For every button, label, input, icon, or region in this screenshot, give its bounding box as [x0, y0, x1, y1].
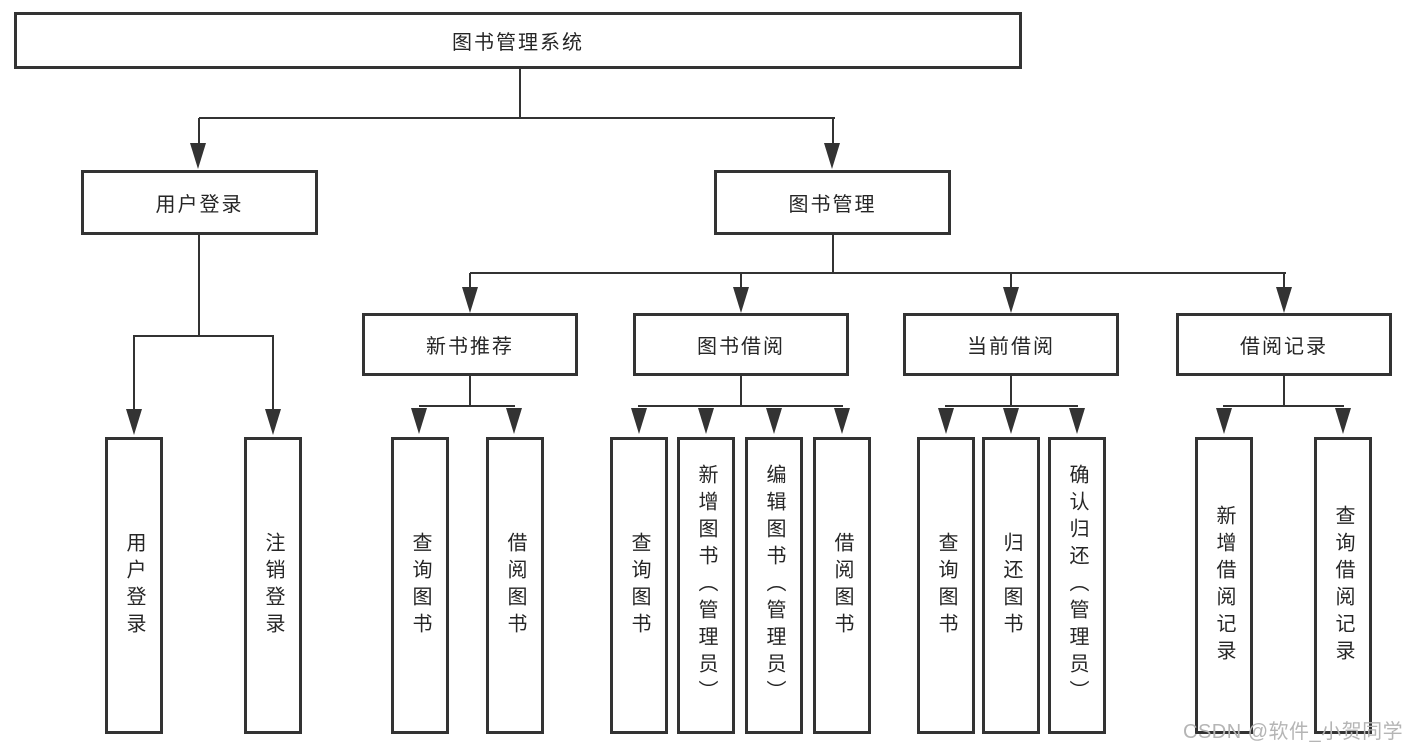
- arrow-down-icon: [631, 408, 647, 434]
- arrow-down-icon: [126, 409, 142, 435]
- leaf-records-query-record-label: 查询借阅记录: [1332, 504, 1354, 667]
- watermark: CSDN @软件_小贺同学: [1183, 721, 1404, 743]
- connector-line: [198, 235, 200, 336]
- node-borrowing-records-label: 借阅记录: [1240, 336, 1328, 358]
- connector-line: [469, 273, 471, 287]
- connector-line: [272, 336, 274, 410]
- connector-line: [832, 118, 834, 146]
- connector-line: [1223, 405, 1344, 407]
- connector-line: [945, 405, 1078, 407]
- arrow-down-icon: [190, 143, 206, 169]
- node-root-label: 图书管理系统: [452, 32, 584, 54]
- leaf-borrowing-add-books-label: 新增图书（管理员）: [695, 464, 717, 707]
- arrow-down-icon: [733, 287, 749, 313]
- node-new-book-recommend: 新书推荐: [362, 313, 578, 376]
- leaf-current-confirm-return: 确认归还（管理员）: [1048, 437, 1106, 734]
- leaf-borrowing-query-books-label: 查询图书: [628, 531, 650, 640]
- leaf-current-confirm-return-label: 确认归还（管理员）: [1066, 464, 1088, 707]
- leaf-borrowing-borrow-books: 借阅图书: [813, 437, 871, 734]
- connector-line: [1010, 375, 1012, 406]
- arrow-down-icon: [1216, 408, 1232, 434]
- node-book-borrowing-label: 图书借阅: [697, 336, 785, 358]
- arrow-down-icon: [462, 287, 478, 313]
- connector-line: [740, 273, 742, 287]
- leaf-user-login: 用户登录: [105, 437, 163, 734]
- arrow-down-icon: [1069, 408, 1085, 434]
- leaf-recommend-borrow-books: 借阅图书: [486, 437, 544, 734]
- node-borrowing-records: 借阅记录: [1176, 313, 1392, 376]
- leaf-current-return-books: 归还图书: [982, 437, 1040, 734]
- leaf-current-query-books-label: 查询图书: [935, 531, 957, 640]
- leaf-current-query-books: 查询图书: [917, 437, 975, 734]
- leaf-borrowing-borrow-books-label: 借阅图书: [831, 531, 853, 640]
- arrow-down-icon: [698, 408, 714, 434]
- node-root: 图书管理系统: [14, 12, 1022, 69]
- connector-line: [1010, 273, 1012, 287]
- arrow-down-icon: [506, 408, 522, 434]
- arrow-down-icon: [1335, 408, 1351, 434]
- leaf-borrowing-add-books: 新增图书（管理员）: [677, 437, 735, 734]
- arrow-down-icon: [265, 409, 281, 435]
- leaf-recommend-query-books: 查询图书: [391, 437, 449, 734]
- leaf-current-return-books-label: 归还图书: [1000, 531, 1022, 640]
- connector-line: [638, 405, 843, 407]
- leaf-borrowing-query-books: 查询图书: [610, 437, 668, 734]
- leaf-records-query-record: 查询借阅记录: [1314, 437, 1372, 734]
- connector-line: [469, 375, 471, 406]
- node-new-book-recommend-label: 新书推荐: [426, 336, 514, 358]
- leaf-logout: 注销登录: [244, 437, 302, 734]
- node-current-borrowing: 当前借阅: [903, 313, 1119, 376]
- arrow-down-icon: [1003, 287, 1019, 313]
- leaf-recommend-borrow-books-label: 借阅图书: [504, 531, 526, 640]
- arrow-down-icon: [824, 143, 840, 169]
- node-current-borrowing-label: 当前借阅: [967, 336, 1055, 358]
- connector-line: [1283, 273, 1285, 287]
- connector-line: [419, 405, 515, 407]
- arrow-down-icon: [766, 408, 782, 434]
- leaf-records-add-record-label: 新增借阅记录: [1213, 504, 1235, 667]
- node-book-management-label: 图书管理: [788, 194, 877, 216]
- connector-line: [832, 235, 834, 273]
- arrow-down-icon: [938, 408, 954, 434]
- leaf-records-add-record: 新增借阅记录: [1195, 437, 1253, 734]
- leaf-user-login-label: 用户登录: [123, 531, 145, 640]
- connector-line: [470, 272, 1286, 274]
- arrow-down-icon: [411, 408, 427, 434]
- node-book-management: 图书管理: [714, 170, 951, 235]
- leaf-logout-label: 注销登录: [262, 531, 284, 640]
- connector-line: [1283, 375, 1285, 406]
- arrow-down-icon: [834, 408, 850, 434]
- connector-line: [133, 336, 135, 410]
- node-user-login: 用户登录: [81, 170, 318, 235]
- connector-line: [198, 118, 200, 146]
- connector-line: [519, 68, 521, 118]
- leaf-borrowing-edit-books-label: 编辑图书（管理员）: [763, 464, 785, 707]
- leaf-recommend-query-books-label: 查询图书: [409, 531, 431, 640]
- leaf-borrowing-edit-books: 编辑图书（管理员）: [745, 437, 803, 734]
- node-book-borrowing: 图书借阅: [633, 313, 849, 376]
- node-user-login-label: 用户登录: [155, 194, 244, 216]
- connector-line: [133, 335, 274, 337]
- connector-line: [199, 117, 835, 119]
- connector-line: [740, 375, 742, 406]
- arrow-down-icon: [1003, 408, 1019, 434]
- arrow-down-icon: [1276, 287, 1292, 313]
